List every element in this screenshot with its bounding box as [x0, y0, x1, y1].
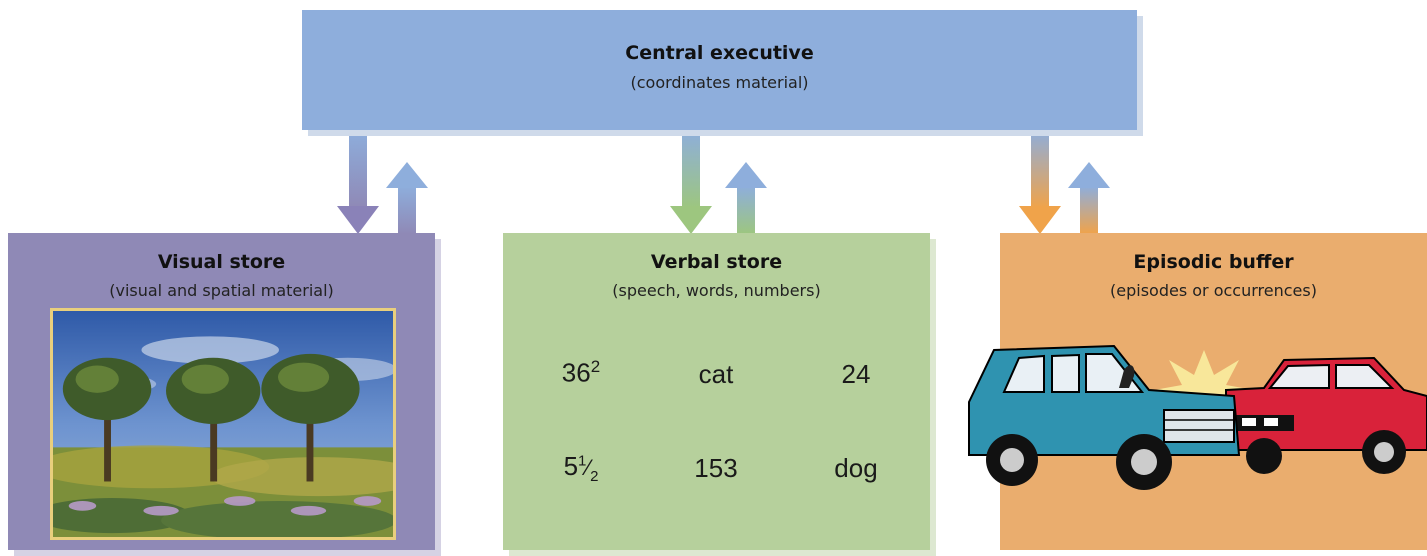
visual-store-box: Visual store (visual and spatial materia…	[8, 233, 435, 550]
verbal-down-arrow	[670, 130, 712, 234]
episodic-up-arrow	[1068, 162, 1110, 234]
central-executive-title: Central executive	[625, 42, 814, 64]
episodic-down-arrow	[1019, 130, 1061, 234]
car-collision-image	[968, 344, 1427, 490]
visual-store-title: Visual store	[157, 251, 286, 273]
verbal-item-dog: dog	[834, 453, 878, 483]
episodic-buffer-subtitle: (episodes or occurrences)	[1110, 281, 1317, 300]
visual-up-arrow	[386, 162, 428, 234]
verbal-up-arrow	[725, 162, 767, 234]
landscape-painting-image	[50, 308, 396, 540]
verbal-store-title: Verbal store	[650, 251, 783, 273]
red-car-icon	[1225, 356, 1427, 474]
episodic-buffer-title: Episodic buffer	[1133, 251, 1294, 273]
verbal-item-153: 153	[694, 453, 738, 483]
verbal-item-24: 24	[841, 359, 871, 389]
central-executive-box: Central executive (coordinates material)	[302, 10, 1137, 130]
verbal-store-box: Verbal store (speech, words, numbers) 36…	[503, 233, 930, 550]
verbal-item-5-and-half: 51⁄2	[563, 451, 599, 486]
visual-down-arrow	[337, 130, 379, 234]
verbal-item-36-squared: 362	[561, 357, 601, 388]
visual-store-subtitle: (visual and spatial material)	[109, 281, 334, 300]
verbal-item-cat: cat	[698, 359, 734, 389]
central-executive-subtitle: (coordinates material)	[630, 73, 809, 92]
verbal-store-subtitle: (speech, words, numbers)	[612, 281, 821, 300]
blue-suv-icon	[968, 344, 1241, 490]
